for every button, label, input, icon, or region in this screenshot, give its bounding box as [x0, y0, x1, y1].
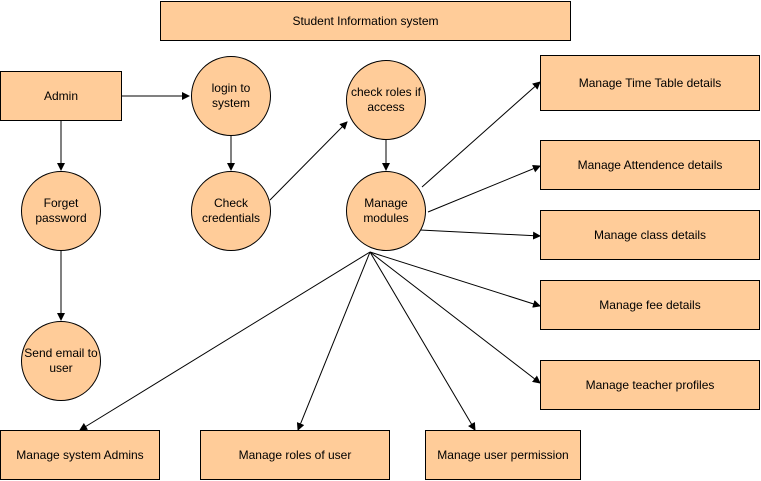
roles-of-user-label: Manage roles of user — [238, 447, 352, 462]
fee-details-label: Manage fee details — [599, 297, 701, 312]
teacher-profiles-label: Manage teacher profiles — [585, 377, 715, 392]
check-credentials-circle: Check credentials — [191, 171, 271, 251]
login-circle: login to system — [191, 56, 271, 136]
class-details-box: Manage class details — [540, 210, 760, 260]
edge-modules-class — [419, 229, 541, 240]
manage-modules-label: Manage modules — [363, 196, 409, 225]
attendence-box: Manage Attendence details — [540, 140, 760, 190]
edge-modules-permission — [369, 251, 476, 431]
send-email-label: Send email to user — [24, 346, 98, 375]
title-label: Student Information system — [292, 13, 439, 28]
edge-modules-teacher — [369, 251, 541, 384]
send-email-circle: Send email to user — [21, 321, 101, 401]
user-permission-box: Manage user permission — [425, 430, 581, 480]
class-details-label: Manage class details — [593, 227, 707, 242]
system-admins-box: Manage system Admins — [0, 430, 160, 480]
check-credentials-label: Check credentials — [201, 196, 261, 225]
check-roles-circle: check roles if access — [346, 60, 426, 140]
forget-password-label: Forget password — [35, 196, 87, 225]
time-table-label: Manage Time Table details — [578, 75, 722, 90]
user-permission-label: Manage user permission — [437, 447, 569, 462]
login-label: login to system — [211, 81, 251, 110]
edge-modules-roles — [296, 251, 371, 431]
admin-label: Admin — [43, 88, 78, 103]
edge-modules-fee — [369, 251, 541, 308]
title-box: Student Information system — [160, 1, 571, 41]
teacher-profiles-box: Manage teacher profiles — [540, 360, 760, 410]
time-table-box: Manage Time Table details — [540, 55, 760, 111]
roles-of-user-box: Manage roles of user — [200, 430, 390, 480]
edge-modules-timetable — [421, 81, 541, 188]
forget-password-circle: Forget password — [21, 171, 101, 251]
admin-box: Admin — [0, 71, 122, 121]
manage-modules-circle: Manage modules — [346, 171, 426, 251]
edge-modules-admins — [79, 251, 371, 431]
edge-check-roles — [269, 121, 348, 201]
fee-details-box: Manage fee details — [540, 280, 760, 330]
attendence-label: Manage Attendence details — [577, 157, 723, 172]
edge-modules-attendence — [427, 164, 541, 213]
check-roles-label: check roles if access — [350, 85, 422, 114]
system-admins-label: Manage system Admins — [16, 447, 144, 462]
